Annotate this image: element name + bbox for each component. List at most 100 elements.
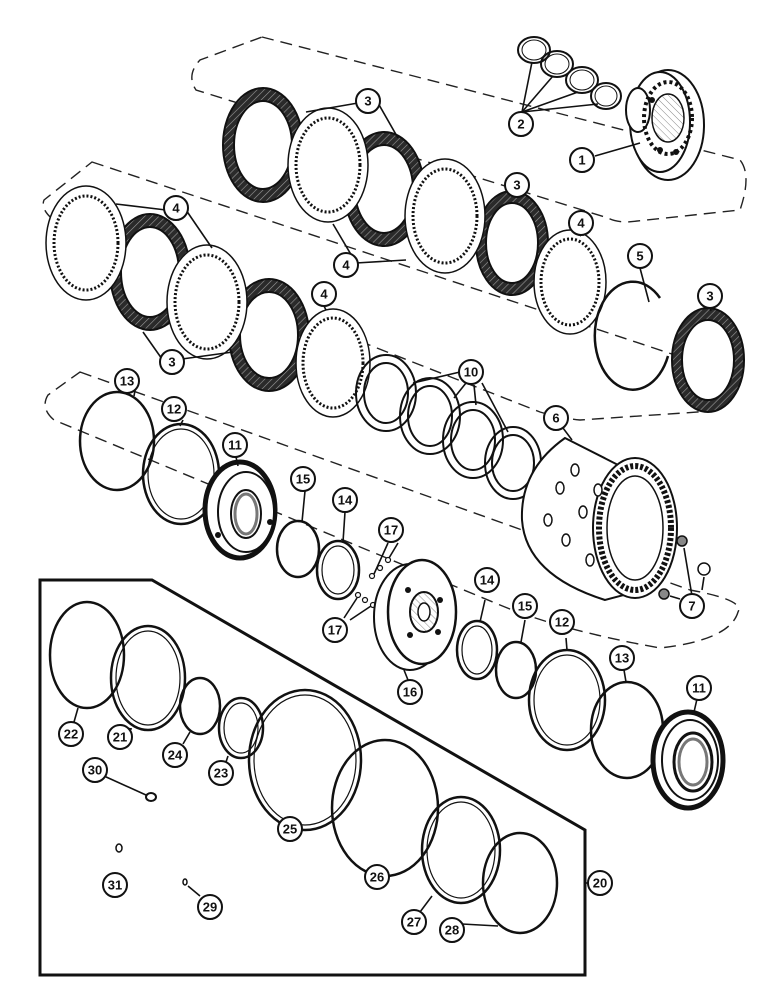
steel-plate — [533, 229, 607, 335]
svg-text:2: 2 — [517, 117, 524, 132]
callout-3: 3 — [355, 88, 381, 114]
o-ring-24 — [178, 676, 222, 736]
svg-text:20: 20 — [593, 876, 607, 891]
seal-kit-inset-frame — [38, 578, 587, 977]
hub-assembly — [625, 69, 705, 181]
callout-30: 30 — [82, 757, 108, 783]
seal-ring-12 — [527, 648, 607, 752]
svg-text:1: 1 — [578, 153, 585, 168]
callout-25: 25 — [277, 816, 303, 842]
callout-24: 24 — [162, 742, 188, 768]
seal-rings-2 — [517, 36, 622, 110]
callout-29: 29 — [197, 894, 223, 920]
friction-disc — [228, 278, 310, 392]
svg-text:11: 11 — [692, 681, 706, 696]
callout-14: 14 — [474, 567, 500, 593]
callout-11: 11 — [686, 675, 712, 701]
seal-ring-14 — [315, 539, 361, 601]
piston-11 — [202, 459, 278, 561]
steel-plate — [295, 308, 371, 418]
svg-text:22: 22 — [64, 727, 78, 742]
friction-disc — [222, 87, 304, 203]
svg-text:3: 3 — [364, 94, 371, 109]
friction-disc — [671, 307, 745, 413]
group-outline-top — [191, 36, 747, 223]
friction-disc — [475, 190, 549, 296]
piston-housing-16 — [373, 558, 458, 671]
callout-22: 22 — [58, 721, 84, 747]
callout-11: 11 — [222, 432, 248, 458]
svg-text:12: 12 — [167, 402, 181, 417]
svg-text:30: 30 — [88, 763, 102, 778]
svg-text:17: 17 — [384, 523, 398, 538]
callout-2: 2 — [508, 111, 534, 137]
steel-plate — [287, 107, 369, 223]
svg-text:6: 6 — [552, 411, 559, 426]
seal-ring-23 — [217, 696, 265, 760]
svg-text:11: 11 — [228, 438, 242, 453]
svg-text:3: 3 — [706, 289, 713, 304]
small-seals-17 — [354, 556, 392, 609]
svg-text:4: 4 — [577, 216, 585, 231]
callout-4: 4 — [163, 195, 189, 221]
snap-ring — [593, 280, 670, 391]
callout-4: 4 — [311, 281, 337, 307]
callout-5: 5 — [627, 243, 653, 269]
callout-1: 1 — [569, 147, 595, 173]
callout-12: 12 — [549, 609, 575, 635]
steel-plate — [404, 158, 486, 274]
callout-23: 23 — [208, 760, 234, 786]
steel-plate — [45, 185, 127, 301]
svg-text:14: 14 — [338, 493, 353, 508]
svg-text:25: 25 — [283, 822, 297, 837]
svg-text:4: 4 — [320, 287, 328, 302]
callout-15: 15 — [512, 593, 538, 619]
callout-3: 3 — [697, 283, 723, 309]
o-ring-22 — [48, 600, 126, 710]
callout-3: 3 — [159, 349, 185, 375]
check-balls — [658, 535, 711, 600]
svg-text:3: 3 — [168, 355, 175, 370]
callout-28: 28 — [439, 917, 465, 943]
svg-text:21: 21 — [113, 730, 127, 745]
svg-text:4: 4 — [172, 201, 180, 216]
svg-text:15: 15 — [296, 472, 310, 487]
rings-10 — [355, 354, 542, 500]
callout-12: 12 — [161, 396, 187, 422]
small-seal-29 — [182, 878, 188, 886]
callout-16: 16 — [397, 679, 423, 705]
svg-text:27: 27 — [407, 915, 421, 930]
callout-15: 15 — [290, 466, 316, 492]
svg-text:16: 16 — [403, 685, 417, 700]
svg-text:4: 4 — [342, 258, 350, 273]
seal-ring-21 — [109, 624, 187, 732]
svg-text:7: 7 — [688, 599, 695, 614]
callout-3: 3 — [504, 172, 530, 198]
svg-text:12: 12 — [555, 615, 569, 630]
callout-17: 17 — [378, 517, 404, 543]
clutch-drum — [520, 436, 678, 602]
callout-7: 7 — [679, 593, 705, 619]
callout-20: 20 — [587, 870, 613, 896]
svg-text:23: 23 — [214, 766, 228, 781]
svg-text:14: 14 — [480, 573, 495, 588]
o-ring-28 — [481, 831, 559, 935]
callout-4: 4 — [568, 210, 594, 236]
group-outline-piston — [44, 371, 740, 649]
small-seal-30 — [145, 792, 157, 802]
callout-14: 14 — [332, 487, 358, 513]
small-seal-31 — [115, 843, 123, 853]
svg-text:24: 24 — [168, 748, 183, 763]
svg-text:15: 15 — [518, 599, 532, 614]
callout-26: 26 — [364, 864, 390, 890]
svg-text:17: 17 — [328, 623, 342, 638]
svg-text:26: 26 — [370, 870, 384, 885]
callout-13: 13 — [114, 368, 140, 394]
seal-ring-25 — [247, 688, 363, 832]
svg-text:3: 3 — [513, 178, 520, 193]
svg-text:28: 28 — [445, 923, 459, 938]
svg-text:13: 13 — [615, 651, 629, 666]
piston-11 — [650, 709, 726, 811]
o-ring-13 — [78, 390, 156, 492]
